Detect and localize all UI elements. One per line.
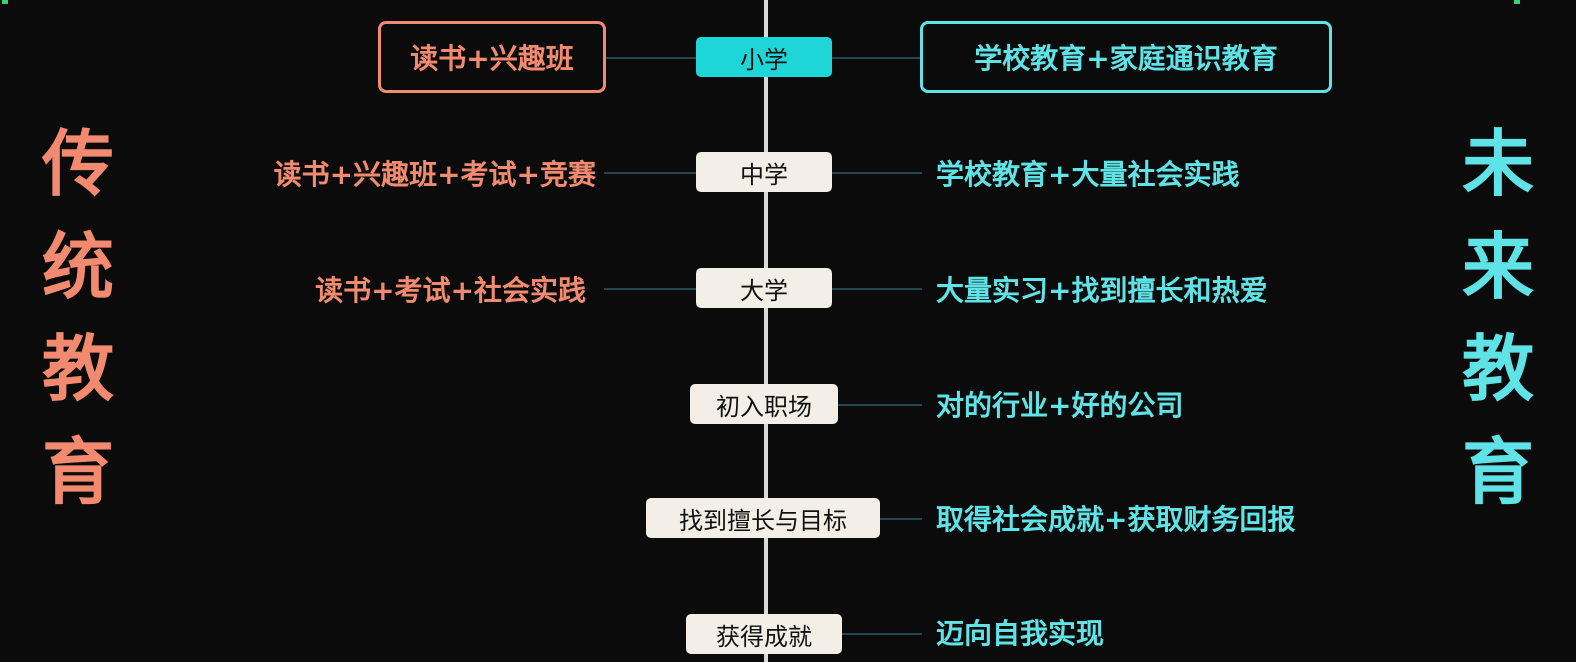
- future-education-title: 未来教育: [1461, 122, 1534, 514]
- stage-node-middle[interactable]: 中学: [696, 152, 832, 192]
- future-middle: 学校教育+大量社会实践: [936, 158, 1240, 191]
- stage-node-primary[interactable]: 小学: [696, 37, 832, 77]
- future-career-start: 对的行业+好的公司: [936, 389, 1184, 422]
- connector-right: [832, 288, 922, 290]
- connector-right: [842, 633, 922, 635]
- future-university: 大量实习+找到擅长和热爱: [936, 274, 1268, 307]
- future-achievement: 迈向自我实现: [936, 617, 1105, 650]
- connector-right: [832, 57, 920, 59]
- connector-left: [604, 172, 696, 174]
- traditional-education-title: 传统教育: [41, 122, 114, 514]
- traditional-primary: 读书+兴趣班: [378, 21, 606, 93]
- connector-left: [606, 57, 696, 59]
- corner-mark-right: [1514, 0, 1520, 4]
- corner-mark-left: [2, 0, 8, 4]
- connector-right: [838, 404, 922, 406]
- traditional-university: 读书+考试+社会实践: [315, 274, 586, 307]
- stage-node-university[interactable]: 大学: [696, 268, 832, 308]
- stage-node-career-start[interactable]: 初入职场: [690, 384, 838, 424]
- future-find-strengths: 取得社会成就+获取财务回报: [936, 503, 1296, 536]
- stage-node-find-strengths[interactable]: 找到擅长与目标: [646, 498, 880, 538]
- connector-left: [604, 288, 696, 290]
- connector-right: [832, 172, 922, 174]
- connector-right: [880, 518, 922, 520]
- traditional-middle: 读书+兴趣班+考试+竞赛: [273, 158, 596, 191]
- timeline-spine: [764, 0, 768, 662]
- stage-node-achievement[interactable]: 获得成就: [686, 614, 842, 654]
- future-primary: 学校教育+家庭通识教育: [920, 21, 1332, 93]
